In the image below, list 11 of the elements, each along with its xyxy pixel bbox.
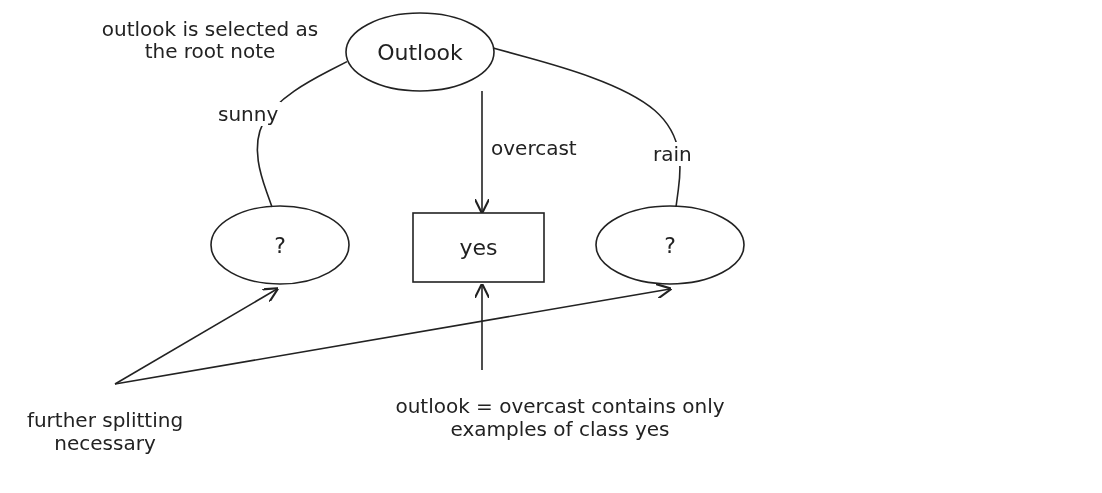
connector-arrow [473, 90, 491, 215]
ellipse-node: Outlook [345, 12, 495, 92]
connector-arrow [473, 282, 491, 371]
note-text: further splitting necessary [10, 382, 200, 482]
connector-arrow [114, 287, 280, 385]
ellipse-node: ? [595, 205, 745, 285]
connector-arrow [114, 283, 673, 385]
note-text: outlook = overcast contains only examples of class yes [380, 368, 740, 468]
ellipse-node: ? [210, 205, 350, 285]
leaf-box: yes [412, 212, 545, 283]
annotation-text: outlook is selected as the root note [100, 18, 320, 62]
